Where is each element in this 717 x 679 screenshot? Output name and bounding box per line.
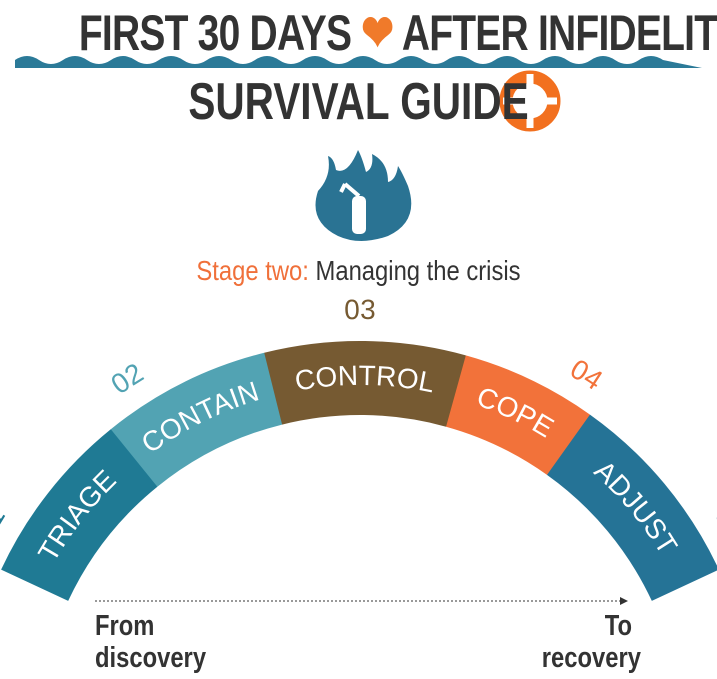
lifebuoy-icon: [499, 70, 561, 132]
stage-number-04: 04: [565, 353, 608, 396]
stage-number-05: 05: [709, 502, 717, 545]
fire-extinguisher-icon: [315, 150, 412, 241]
title-part-a: FIRST 30 DAYS: [78, 5, 352, 61]
stage-number-01: 01: [0, 502, 11, 545]
stage-label: Stage two:: [196, 255, 309, 286]
stage-segment-contain: [110, 352, 289, 487]
stage-number-02: 02: [105, 357, 148, 400]
stage-heading: Stage two: Managing the crisis: [54, 255, 663, 287]
wave-divider: [15, 56, 702, 68]
timeline-from: From discovery: [95, 610, 207, 674]
stage-segment-control: [264, 340, 471, 427]
stage-title: Managing the crisis: [315, 255, 521, 286]
stage-arc: TRIAGE01CONTAIN02CONTROL03COPE04ADJUST05: [0, 294, 717, 601]
stage-segment-adjust: [546, 414, 717, 601]
stage-number-03: 03: [344, 294, 376, 325]
broken-heart-icon: ❤: [361, 5, 394, 61]
title-line-2: SURVIVAL GUIDE: [188, 73, 529, 131]
stage-segment-cope: [446, 355, 590, 475]
title-part-b: AFTER INFIDELITY: [401, 5, 717, 61]
stage-segment-triage: [1, 429, 158, 601]
timeline-to: To recovery: [541, 610, 641, 674]
timeline-arrowhead: [620, 597, 628, 605]
title-line-1: FIRST 30 DAYS ❤ AFTER INFIDELITY: [78, 4, 717, 62]
